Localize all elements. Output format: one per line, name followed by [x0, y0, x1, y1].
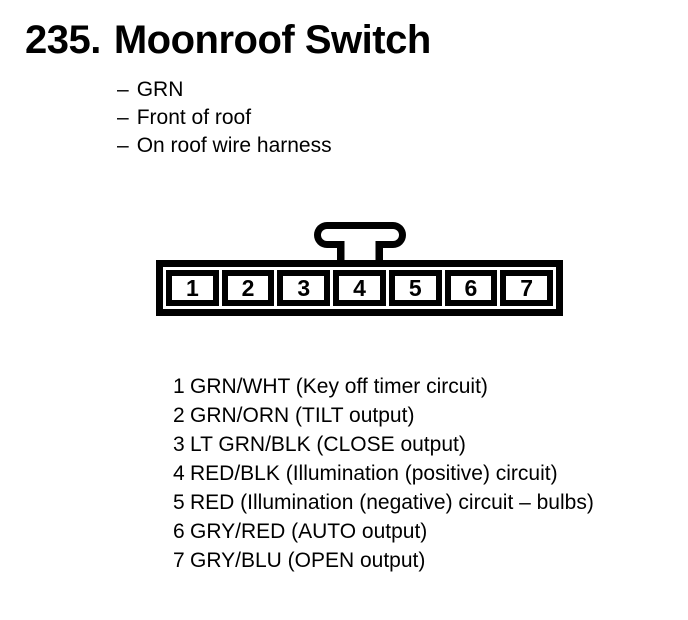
connector-notes: –GRN–Front of roof–On roof wire harness: [117, 76, 332, 160]
connector-pin-row: 1 2 3 4 5 6 7: [156, 260, 563, 316]
connector-pin-cell: 1: [166, 270, 219, 306]
section-number: 235.: [25, 18, 101, 62]
note-dash: –: [117, 106, 129, 129]
connector-pin-cell: 4: [333, 270, 386, 306]
note-item: –Front of roof: [117, 104, 332, 132]
connector-pin-cell: 3: [277, 270, 331, 306]
pin-label: GRN/WHT (Key off timer circuit): [190, 375, 488, 398]
section-title-text: Moonroof Switch: [113, 18, 431, 62]
note-text: GRN: [136, 78, 184, 101]
note-text: On roof wire harness: [136, 134, 332, 157]
connector-pin-number: 1: [185, 274, 199, 301]
pin-label: GRY/BLU (OPEN output): [190, 549, 426, 572]
pin-number: 7: [173, 549, 185, 572]
pin-number: 2: [173, 404, 185, 427]
pin-label: GRY/RED (AUTO output): [190, 520, 428, 543]
note-dash: –: [117, 134, 129, 157]
pin-label: RED/BLK (Illumination (positive) circuit…: [190, 462, 558, 485]
note-item: –GRN: [117, 76, 332, 104]
connector-pin-number: 7: [520, 274, 534, 301]
pin-number: 4: [173, 462, 185, 485]
note-text: Front of roof: [136, 106, 252, 129]
connector-pin-cell: 2: [221, 270, 275, 306]
connector-pin-cell: 6: [444, 270, 498, 306]
connector-pin-cell: 7: [500, 270, 554, 306]
connector-pin-cell: 5: [388, 270, 442, 306]
note-dash: –: [117, 78, 129, 101]
connector-diagram: 1 2 3 4 5 6 7: [156, 218, 563, 316]
pin-number: 6: [173, 520, 185, 543]
connector-pin-number: 6: [464, 274, 478, 301]
page-title: 235. Moonroof Switch: [25, 16, 431, 64]
pin-number: 1: [173, 375, 185, 398]
connector-pin-number: 4: [353, 274, 366, 301]
note-item: –On roof wire harness: [117, 132, 332, 160]
connector-pin-number: 5: [408, 274, 422, 301]
pin-label: GRN/ORN (TILT output): [190, 404, 415, 427]
pin-number: 3: [173, 433, 185, 456]
connector-pin-number: 2: [241, 274, 255, 301]
connector-pin-number: 3: [297, 274, 311, 301]
pin-label: RED (Illumination (negative) circuit – b…: [190, 491, 594, 514]
pin-label: LT GRN/BLK (CLOSE output): [190, 433, 466, 456]
pin-number: 5: [173, 491, 185, 514]
connector-latch-tab-icon: [313, 222, 406, 262]
